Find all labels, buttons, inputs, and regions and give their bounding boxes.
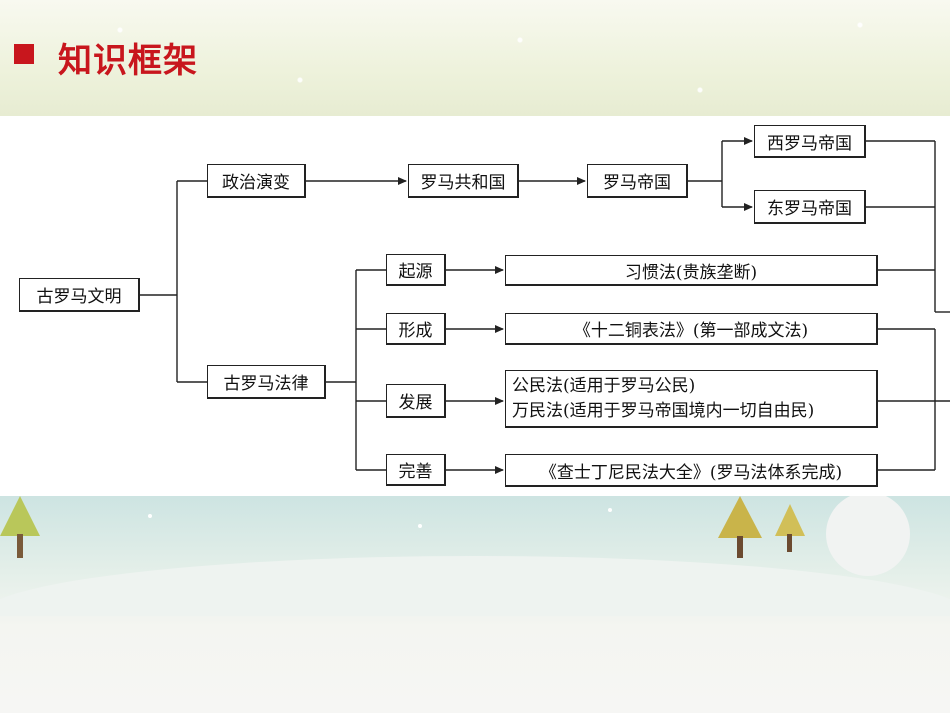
stage-development-node: 发展: [386, 384, 446, 418]
connector-lines: [140, 137, 950, 474]
page-title: 知识框架: [58, 41, 198, 81]
detail-development-node: 公民法(适用于罗马公民) 万民法(适用于罗马帝国境内一切自由民): [505, 370, 878, 428]
west-empire-node: 西罗马帝国: [754, 125, 866, 158]
politics-node: 政治演变: [207, 164, 306, 198]
empire-node: 罗马帝国: [587, 164, 688, 198]
detail-origin-node: 习惯法(贵族垄断): [505, 255, 878, 286]
detail-perfection-node: 《查士丁尼民法大全》(罗马法体系完成): [505, 454, 878, 487]
stage-formation-node: 形成: [386, 313, 446, 345]
stage-perfection-node: 完善: [386, 454, 446, 486]
root-node: 古罗马文明: [19, 278, 140, 312]
detail-formation-node: 《十二铜表法》(第一部成文法): [505, 313, 878, 345]
snowball-icon: [826, 496, 910, 576]
tree-small-icon: [775, 504, 805, 552]
east-empire-node: 东罗马帝国: [754, 190, 866, 224]
winter-scene-background: [0, 496, 950, 713]
tree-left-icon: [0, 496, 40, 558]
knowledge-framework-diagram: 古罗马文明 政治演变 罗马共和国 罗马帝国 西罗马帝国 东罗马帝国 古罗马法律 …: [0, 116, 950, 496]
law-node: 古罗马法律: [207, 365, 326, 399]
detail-development-line-2: 万民法(适用于罗马帝国境内一切自由民): [512, 400, 815, 421]
header-background: [0, 0, 950, 116]
republic-node: 罗马共和国: [408, 164, 519, 198]
title-square-icon: [14, 44, 34, 64]
stage-origin-node: 起源: [386, 254, 446, 286]
scene-decoration: [0, 496, 910, 576]
tree-center-icon: [718, 496, 762, 558]
detail-development-line-1: 公民法(适用于罗马公民): [512, 375, 696, 396]
